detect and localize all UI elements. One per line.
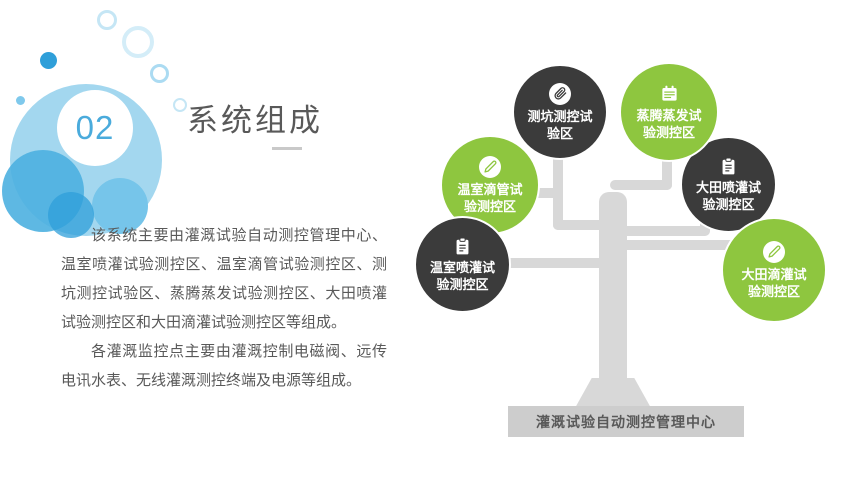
- node-pit-test-area: 测坑测控试验区: [512, 64, 608, 160]
- branch-connector: [616, 226, 710, 236]
- node-label: 蒸腾蒸发试验测控区: [636, 107, 702, 140]
- branch-connector: [553, 220, 613, 230]
- branch-connector: [470, 258, 610, 268]
- branch-connector: [616, 240, 738, 250]
- paragraph-2: 各灌溉监控点主要由灌溉控制电磁阀、远传电讯水表、无线灌溉测控终端及电源等组成。: [61, 343, 387, 389]
- pencil-icon: [479, 155, 501, 178]
- node-label: 温室滴管试验测控区: [457, 181, 523, 214]
- clipboard-icon: [453, 236, 473, 256]
- bubble: [48, 192, 94, 238]
- paperclip-icon: [549, 82, 571, 105]
- node-label: 大田喷灌试验测控区: [695, 180, 761, 212]
- bubble: [97, 10, 117, 30]
- body-text: 该系统主要由灌溉试验自动测控管理中心、温室喷灌试验测控区、温室滴管试验测控区、测…: [61, 221, 387, 395]
- node-label: 大田滴灌试验测控区: [741, 266, 807, 299]
- bubble: [122, 26, 154, 58]
- node-evaporation-area: 蒸腾蒸发试验测控区: [619, 62, 719, 162]
- node-field-drip-area: 大田滴灌试验测控区: [721, 217, 827, 323]
- bubble: [16, 96, 25, 105]
- node-greenhouse-drip-area: 温室滴管试验测控区: [440, 135, 540, 235]
- pencil-icon: [763, 240, 785, 263]
- root-label: 灌溉试验自动测控管理中心: [536, 413, 716, 430]
- bubble: [150, 64, 169, 83]
- root-banner: 灌溉试验自动测控管理中心: [508, 406, 744, 437]
- bubble: [40, 52, 57, 69]
- branch-connector: [610, 180, 672, 190]
- clipboard-icon: [719, 156, 739, 176]
- bubble: [92, 178, 148, 234]
- tree-trunk-base: [575, 378, 651, 408]
- bubble: [173, 98, 187, 112]
- node-label: 测坑测控试验区: [527, 108, 593, 141]
- section-number-badge: 02: [57, 90, 133, 166]
- node-greenhouse-sprinkler-area: 温室喷灌试验测控区: [414, 216, 511, 313]
- calendar-icon: [659, 84, 679, 104]
- tree-trunk: [599, 192, 627, 388]
- title-underline: [272, 147, 302, 150]
- node-label: 温室喷灌试验测控区: [429, 260, 495, 292]
- branch-connector: [553, 118, 563, 230]
- page-title: 系统组成: [187, 102, 323, 138]
- paragraph-1: 该系统主要由灌溉试验自动测控管理中心、温室喷灌试验测控区、温室滴管试验测控区、测…: [61, 227, 387, 331]
- section-number: 02: [75, 109, 115, 146]
